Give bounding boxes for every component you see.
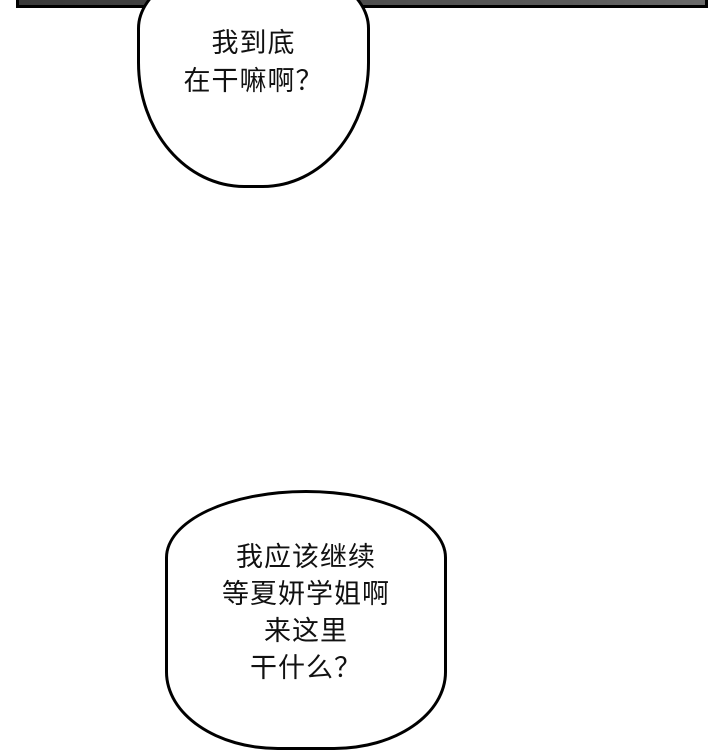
speech-bubble-2: 我应该继续 等夏妍学姐啊 来这里 干什么？: [165, 490, 447, 750]
bubble-text-line: 等夏妍学姐啊: [222, 579, 390, 610]
bubble-text-line: 干什么？: [250, 653, 362, 684]
speech-bubble-1: 我到底 在干嘛啊？: [137, 0, 370, 188]
bubble-text-line: 在干嘛啊？: [183, 66, 324, 97]
bubble-text-line: 来这里: [264, 616, 348, 647]
bubble-text-line: 我到底: [211, 28, 296, 59]
bubble-text-line: 我应该继续: [236, 542, 376, 573]
